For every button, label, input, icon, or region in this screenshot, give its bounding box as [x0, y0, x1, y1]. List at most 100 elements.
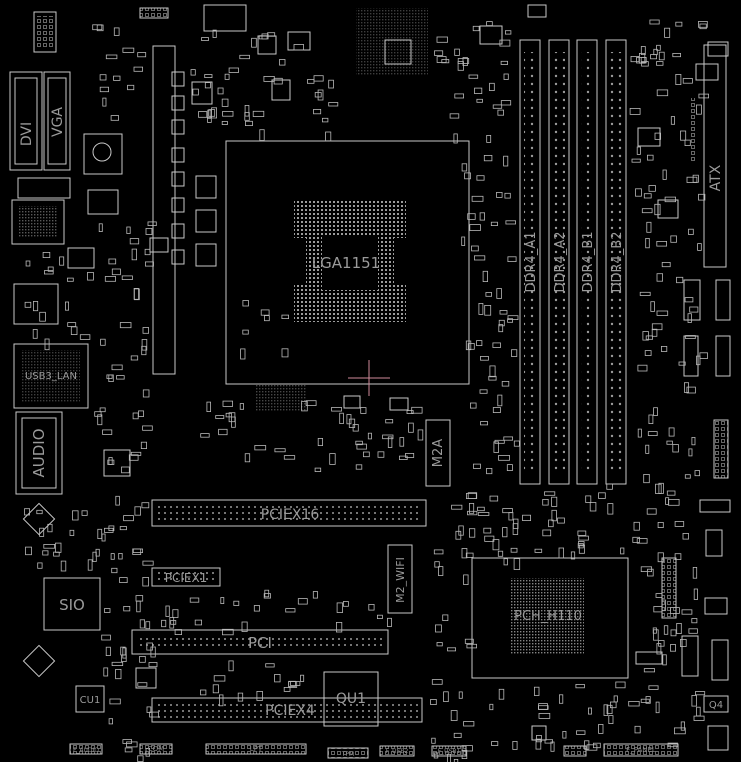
- smd-part: [136, 600, 141, 613]
- smd-part: [115, 495, 120, 506]
- component-diamond: [22, 502, 56, 536]
- smd-part: [656, 273, 663, 282]
- smd-part: [274, 674, 281, 683]
- smd-part: [559, 694, 564, 704]
- smd-part: [665, 497, 670, 505]
- smd-part: [657, 552, 664, 563]
- smd-part: [331, 406, 342, 412]
- smd-part: [97, 528, 103, 539]
- smd-part: [498, 319, 505, 327]
- smd-part: [228, 660, 234, 672]
- smd-part: [454, 48, 460, 56]
- smd-part: [44, 338, 50, 351]
- smd-part: [244, 120, 253, 127]
- smd-part: [59, 256, 65, 266]
- smd-part: [142, 389, 150, 398]
- smd-part: [94, 411, 102, 417]
- smd-part: [656, 89, 669, 97]
- m2a-slot: [425, 419, 451, 487]
- smd-part: [675, 21, 683, 27]
- smd-part: [613, 695, 618, 703]
- smd-part: [218, 694, 224, 707]
- smd-part: [486, 21, 493, 27]
- smd-part: [42, 550, 49, 556]
- smd-part: [69, 529, 75, 536]
- smd-part: [670, 116, 675, 125]
- smd-part: [221, 628, 234, 636]
- pci-slot: [131, 629, 389, 655]
- smd-part: [505, 220, 516, 225]
- smd-part: [477, 506, 485, 512]
- smd-part: [670, 235, 677, 243]
- vga-connector: [43, 71, 71, 171]
- smd-part: [664, 196, 676, 203]
- smd-part: [437, 566, 444, 576]
- smd-part: [484, 535, 495, 542]
- smd-part: [647, 568, 654, 577]
- label-f-audio: F_AUDIO: [73, 747, 99, 754]
- smd-part: [640, 57, 647, 63]
- smd-part: [37, 562, 43, 569]
- smd-part: [207, 109, 212, 119]
- smd-part: [368, 604, 375, 611]
- smd-part: [25, 546, 32, 556]
- smd-part: [653, 407, 658, 416]
- smd-part: [670, 629, 677, 637]
- smd-part: [147, 221, 157, 226]
- cpu-socket: [225, 140, 470, 385]
- smd-part: [281, 348, 289, 358]
- smd-part: [498, 454, 510, 461]
- pciex16-slot: [151, 499, 427, 527]
- smd-part: [39, 311, 46, 322]
- com-header: [139, 743, 173, 755]
- smd-part: [636, 146, 641, 155]
- smd-part: [253, 605, 260, 612]
- smd-part: [441, 59, 450, 64]
- smd-part: [688, 228, 694, 235]
- f-audio-header: [69, 743, 103, 755]
- smd-part: [141, 339, 148, 351]
- smd-part: [231, 416, 236, 428]
- smd-part: [453, 133, 458, 144]
- smd-part: [436, 36, 448, 43]
- smd-part: [635, 188, 642, 197]
- smd-part: [608, 715, 614, 724]
- smd-part: [218, 428, 228, 436]
- label-f-panel: F_PANEL: [626, 746, 656, 754]
- smd-part: [506, 464, 513, 472]
- smd-part: [691, 695, 697, 707]
- component-box: [635, 651, 663, 665]
- smd-part: [643, 193, 652, 199]
- smd-part: [329, 453, 336, 465]
- smd-part: [67, 277, 74, 282]
- smd-part: [497, 550, 504, 557]
- component-box: [705, 529, 723, 557]
- smd-part: [696, 355, 701, 366]
- smd-part: [32, 329, 38, 339]
- smd-part: [682, 533, 689, 540]
- smd-part: [499, 39, 511, 47]
- smd-part: [260, 309, 270, 316]
- smd-part: [644, 350, 652, 356]
- smd-part: [476, 98, 483, 103]
- fan-header: [681, 635, 699, 677]
- smd-part: [462, 57, 468, 67]
- smd-part: [469, 224, 481, 231]
- smd-part: [490, 221, 498, 226]
- smd-part: [585, 495, 592, 503]
- smd-part: [502, 527, 508, 538]
- smd-part: [120, 646, 126, 656]
- smd-part: [119, 577, 128, 583]
- smd-part: [668, 498, 680, 506]
- smd-part: [208, 109, 216, 117]
- label-dimm-a1: DDR4_A1: [524, 232, 539, 293]
- smd-part: [387, 436, 393, 448]
- smd-part: [575, 684, 585, 689]
- smd-part: [682, 78, 693, 84]
- smd-part: [544, 739, 553, 744]
- label-f-usb2: F_USB2: [386, 748, 409, 755]
- smd-part: [33, 300, 39, 312]
- label-f-usb1: F_USB1: [438, 748, 461, 755]
- smd-part: [692, 174, 699, 183]
- typec-usb-connector: [13, 283, 59, 325]
